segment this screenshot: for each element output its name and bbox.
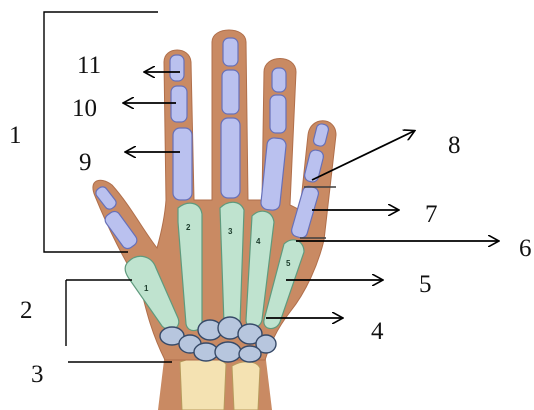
label-8: 8	[448, 133, 461, 158]
metacarpal-number-2: 2	[186, 223, 191, 232]
label-1: 1	[9, 123, 22, 148]
ulna-bone	[232, 362, 260, 410]
label-11: 11	[77, 53, 101, 78]
label-9: 9	[79, 150, 92, 175]
metacarpal-number-4: 4	[256, 237, 261, 246]
metacarpal-3	[220, 202, 244, 331]
label-5: 5	[419, 272, 432, 297]
bracket-1	[44, 12, 158, 252]
label-4: 4	[371, 319, 384, 344]
metacarpal-number-5: 5	[286, 259, 291, 268]
label-10: 10	[72, 96, 97, 121]
hand-silhouette	[93, 30, 336, 360]
label-6: 6	[519, 236, 532, 261]
label-7: 7	[425, 202, 438, 227]
label-3: 3	[31, 362, 44, 387]
metacarpal-number-3: 3	[228, 227, 233, 236]
radius-bone	[180, 358, 226, 410]
metacarpal-number-1: 1	[144, 284, 149, 293]
label-2: 2	[20, 298, 33, 323]
